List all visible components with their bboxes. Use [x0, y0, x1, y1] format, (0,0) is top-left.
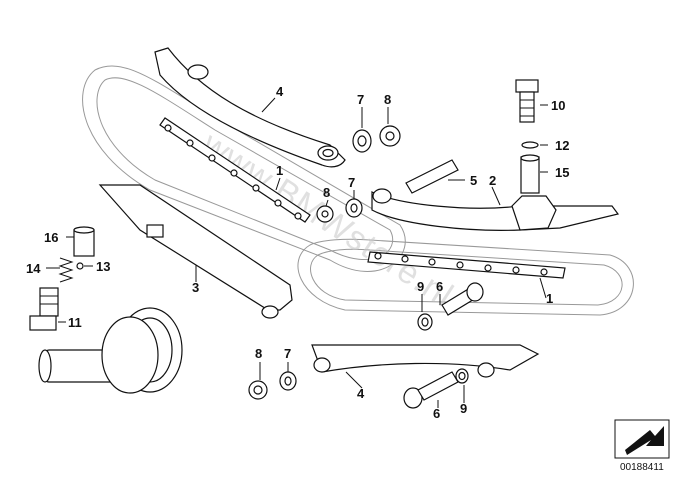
- sleeve: [73, 226, 95, 257]
- nut-low: [248, 380, 268, 400]
- callout-13: 13: [96, 259, 110, 274]
- washer-low: [279, 371, 297, 391]
- callout-1-upper: 1: [276, 163, 283, 178]
- tensioner-bolt: [515, 79, 539, 123]
- callout-4-top: 4: [276, 84, 284, 99]
- screw-plug: [29, 287, 59, 331]
- guide-rail-left: [98, 184, 293, 319]
- callout-2: 2: [489, 173, 496, 188]
- nut-mid: [316, 205, 334, 223]
- ball: [76, 262, 84, 270]
- callout-14: 14: [26, 261, 41, 276]
- callout-6-upper: 6: [436, 279, 443, 294]
- callout-8-mid: 8: [323, 185, 330, 200]
- callout-11: 11: [68, 315, 82, 330]
- callout-8-low: 8: [255, 346, 262, 361]
- timing-chain-lower: [367, 251, 566, 279]
- callout-12: 12: [555, 138, 569, 153]
- diagram-part-number: 00188411: [620, 462, 664, 473]
- direction-arrow-icon: [614, 419, 670, 459]
- callout-10: 10: [551, 98, 565, 113]
- guide-rail-upper: [154, 47, 346, 168]
- pin: [405, 159, 459, 194]
- washer-mid: [345, 198, 363, 218]
- spring: [58, 257, 74, 283]
- callout-1-lower: 1: [546, 291, 553, 306]
- callout-8-top: 8: [384, 92, 391, 107]
- bolt-6-upper: [441, 282, 484, 316]
- callout-16: 16: [44, 230, 58, 245]
- callout-5: 5: [470, 173, 477, 188]
- callout-9-upper: 9: [417, 279, 424, 294]
- timing-chain-upper: [159, 117, 311, 223]
- callout-7-low: 7: [284, 346, 291, 361]
- guide-rail-lower: [311, 344, 540, 378]
- nut-top: [379, 125, 401, 147]
- callout-3: 3: [192, 280, 199, 295]
- washer-9-upper: [417, 313, 433, 331]
- crankshaft-sprocket: [38, 307, 183, 394]
- washer-9-low: [455, 368, 469, 384]
- callout-4-low: 4: [357, 386, 365, 401]
- callout-7-top: 7: [357, 92, 364, 107]
- bolt-6-low: [403, 371, 459, 409]
- callout-15: 15: [555, 165, 569, 180]
- leader-lines: [46, 97, 548, 408]
- tensioner-rail: [371, 188, 620, 231]
- tensioner-piston: [520, 154, 540, 194]
- seal-ring: [521, 141, 539, 149]
- lower-chain-outline: [297, 238, 634, 316]
- washer-top: [352, 129, 372, 153]
- callout-6-low: 6: [433, 406, 440, 421]
- callout-7-mid: 7: [348, 175, 355, 190]
- callout-9-low: 9: [460, 401, 467, 416]
